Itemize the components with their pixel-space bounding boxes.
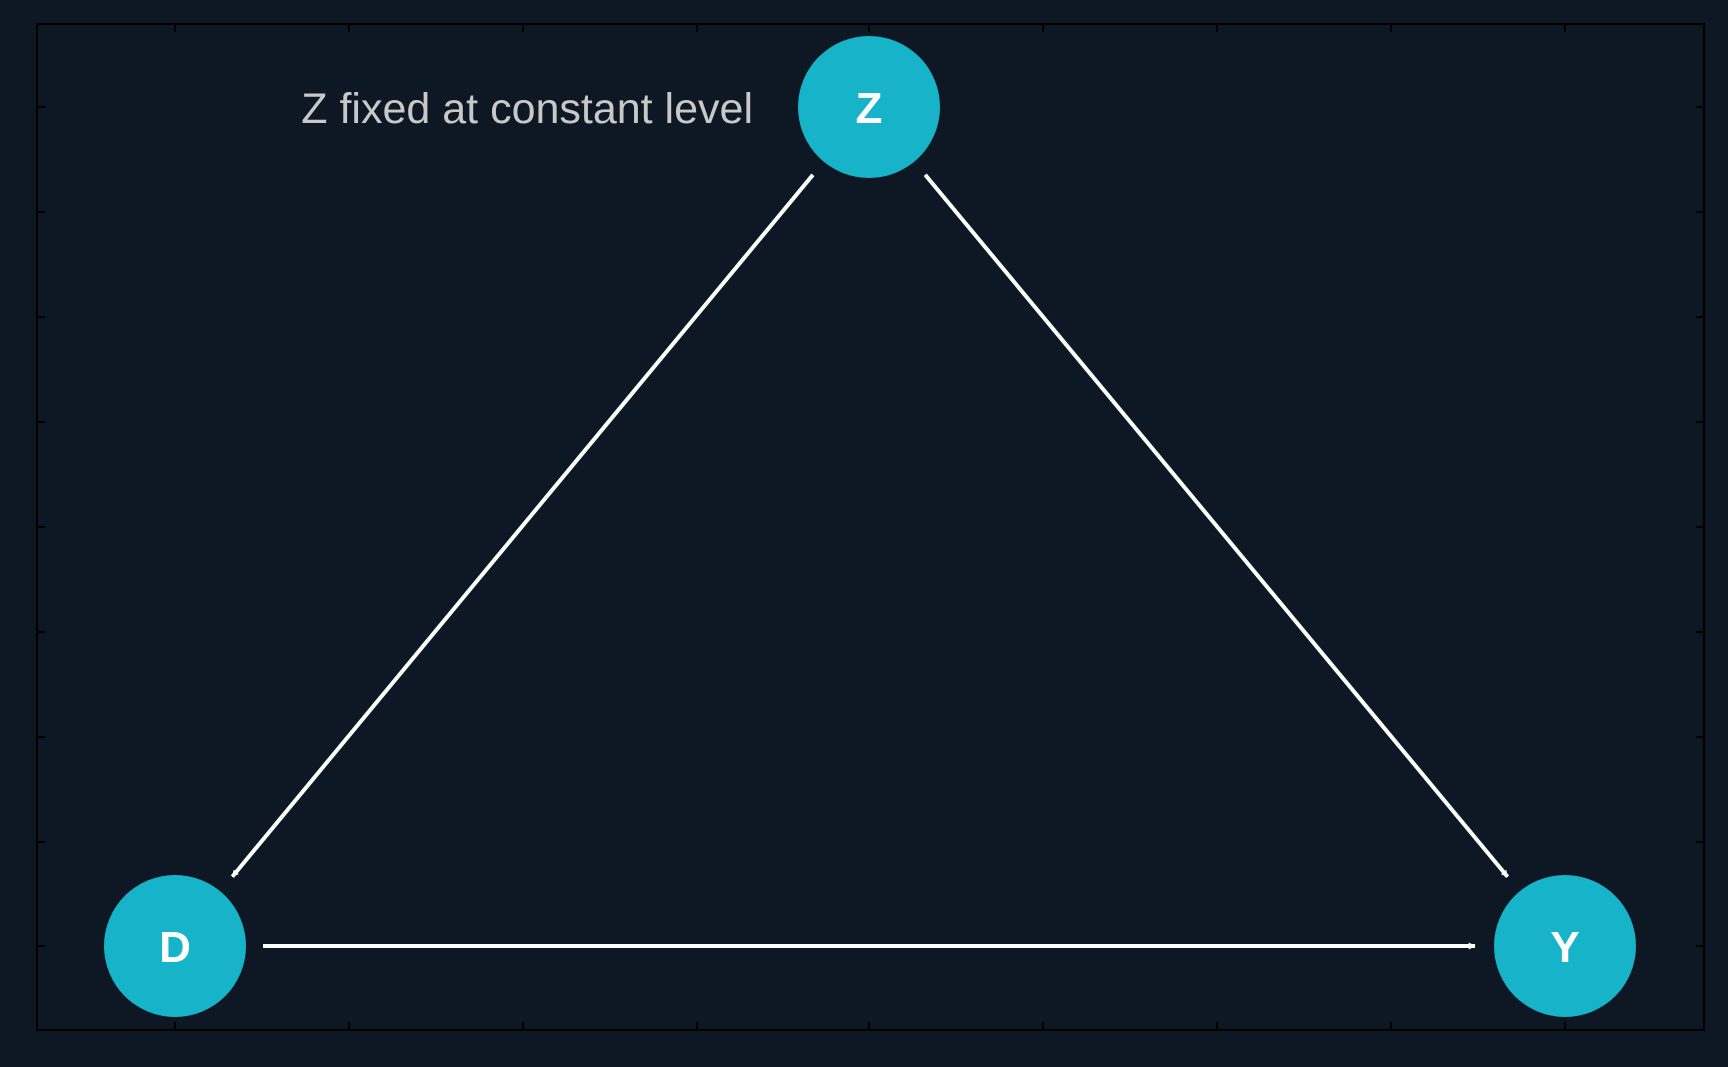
- node-y: Y: [1494, 875, 1636, 1017]
- nodes: Z D Y: [104, 36, 1636, 1017]
- edges: [230, 173, 1510, 950]
- edge-z-to-d: [230, 173, 815, 878]
- node-circle: [798, 36, 940, 178]
- panel-ticks: [37, 24, 1704, 1030]
- node-label: Y: [1550, 923, 1579, 972]
- node-d: D: [104, 875, 246, 1017]
- node-label: D: [159, 923, 191, 972]
- panel-border: [36, 23, 1705, 1031]
- node-circle: [104, 875, 246, 1017]
- node-z: Z: [798, 36, 940, 178]
- node-label: Z: [856, 84, 883, 133]
- annotation-text: Z fixed at constant level: [301, 85, 753, 133]
- node-circle: [1494, 875, 1636, 1017]
- edge-z-to-y: [923, 173, 1510, 879]
